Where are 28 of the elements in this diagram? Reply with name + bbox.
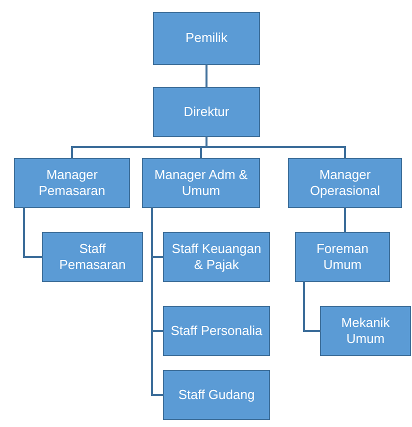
org-box (142, 158, 260, 208)
role-label: Manager Adm & Umum (153, 166, 249, 200)
role-label: Pemilik (186, 30, 228, 47)
connector-line (206, 65, 208, 87)
org-box (153, 87, 260, 137)
connector-line (151, 208, 163, 396)
role-label: Mekanik Umum (340, 314, 391, 348)
connector-line (23, 208, 42, 258)
org-box (153, 12, 260, 65)
org-box (295, 232, 390, 282)
org-box (163, 232, 270, 282)
org-box (288, 158, 402, 208)
org-box (163, 306, 270, 356)
role-label: Foreman Umum (315, 240, 370, 274)
role-label: Manager Operasional (308, 166, 382, 200)
role-label: Manager Pemasaran (38, 166, 106, 200)
org-box (320, 306, 411, 356)
role-label: Direktur (184, 104, 230, 120)
role-label: Staff Pemasaran (58, 240, 127, 274)
connector-line (303, 282, 320, 332)
org-box (14, 158, 130, 208)
connector-line (344, 208, 346, 232)
role-label: Staff Personalia (170, 322, 262, 340)
org-box (163, 370, 270, 420)
org-box (42, 232, 143, 282)
connector-line (206, 137, 346, 158)
role-label: Staff Keuangan & Pajak (170, 240, 262, 274)
role-label: Staff Gudang (178, 386, 255, 404)
